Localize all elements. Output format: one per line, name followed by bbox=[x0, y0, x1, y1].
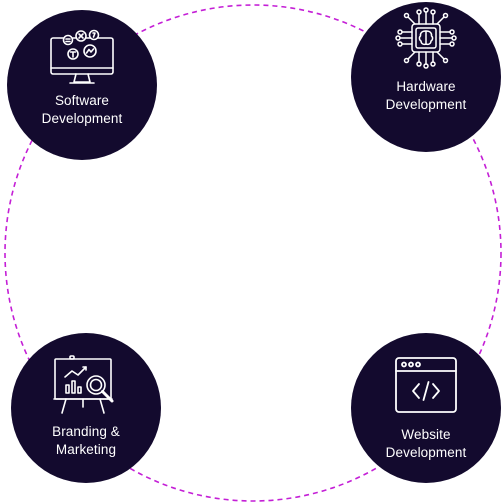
service-label: Branding & Marketing bbox=[52, 424, 120, 457]
service-software-development[interactable]: Software Development bbox=[7, 10, 157, 160]
service-label: Website Development bbox=[385, 427, 467, 460]
service-website-development[interactable]: Website Development bbox=[351, 333, 501, 483]
monitor-apps-icon bbox=[50, 29, 114, 84]
service-branding-marketing[interactable]: Branding & Marketing bbox=[11, 333, 161, 483]
browser-code-icon bbox=[395, 357, 457, 413]
cpu-brain-chip-icon bbox=[395, 7, 457, 69]
service-hardware-development[interactable]: Hardware Development bbox=[351, 2, 501, 152]
service-label: Software Development bbox=[41, 93, 123, 126]
service-label: Hardware Development bbox=[385, 79, 467, 112]
presentation-chart-search-icon bbox=[53, 355, 114, 414]
